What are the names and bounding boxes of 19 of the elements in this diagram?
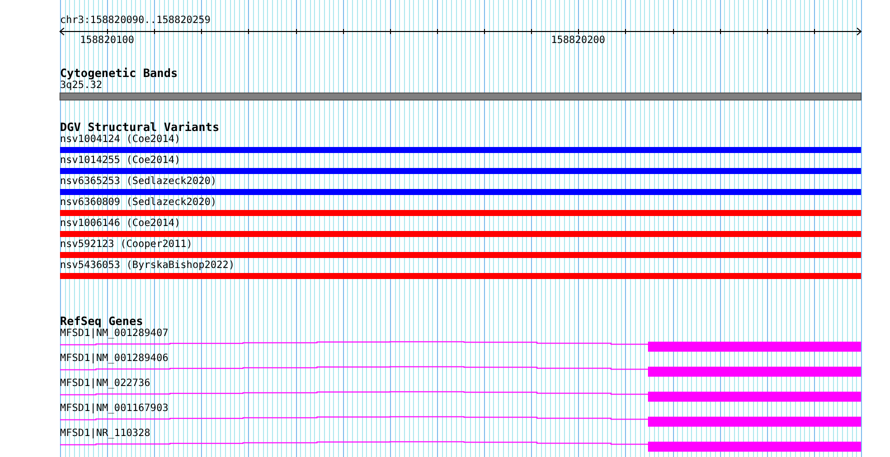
tick-label: 158820100 [80,35,134,47]
gene-label: MFSD1|NM_001167903 [60,403,168,415]
variant-label: nsv1006146 (Coe2014) [60,218,180,230]
gene-label: MFSD1|NM_022736 [60,378,150,390]
band-label: 3q25.32 [60,80,102,92]
axis-title: chr3:158820090..158820259 [60,15,211,27]
tick-label: 158820200 [551,35,606,47]
variant-label: nsv1004124 (Coe2014) [60,134,180,146]
variant-label: nsv592123 (Cooper2011) [60,239,192,251]
gene-label: MFSD1|NM_001289406 [60,353,168,365]
track-title: DGV Structural Variants [60,121,220,133]
gene-label: MFSD1|NM_001289407 [60,328,168,340]
variant-label: nsv1014255 (Coe2014) [60,155,180,167]
track-title: Cytogenetic Bands [60,67,178,79]
variant-label: nsv6360809 (Sedlazeck2020) [60,197,217,209]
track-title: RefSeq Genes [60,315,144,327]
variant-label: nsv6365253 (Sedlazeck2020) [60,176,217,188]
gene-label: MFSD1|NR_110328 [60,428,150,440]
variant-label: nsv5436053 (ByrskaBishop2022) [60,260,235,272]
